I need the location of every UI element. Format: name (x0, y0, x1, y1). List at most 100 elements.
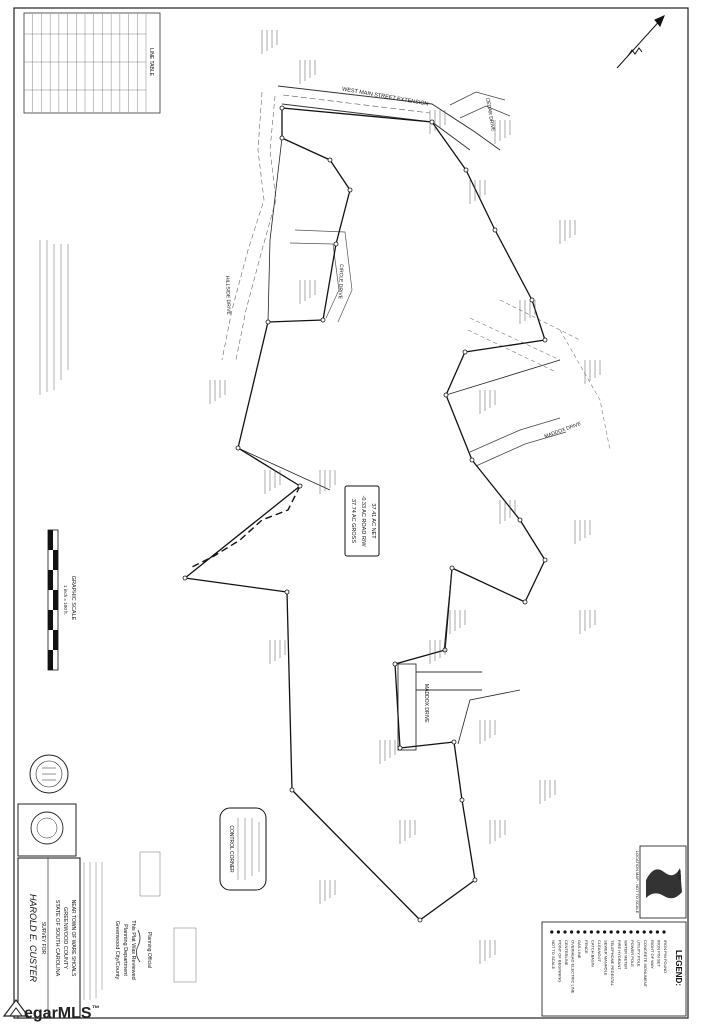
legend-item: CONCRETE MONUMENT (643, 940, 648, 988)
survey-pin (279, 135, 285, 141)
survey-pin (320, 317, 326, 323)
legend-item: FENCE (584, 940, 589, 954)
approval-signature (136, 929, 141, 963)
survey-pin (469, 457, 475, 463)
control-corner-box: CONTROL CORNER (219, 807, 267, 891)
legend-item: CENTERLINE (564, 940, 569, 966)
hillside-drive (221, 91, 277, 361)
survey-pin (235, 445, 241, 451)
survey-pin (392, 661, 398, 667)
maddox-drive-upper (469, 417, 567, 467)
legend-symbol-icon (622, 930, 627, 934)
scale-block (48, 610, 53, 630)
legend-item: UTILITY POLE (637, 940, 642, 967)
mls-logo-mark (2, 999, 30, 1017)
creek-line (189, 485, 301, 569)
legend-item: OVERHEAD ELECTRIC LINE (571, 940, 576, 994)
cedar-drive (449, 91, 511, 119)
survey-pin (429, 119, 435, 125)
acreage-box: 37.74 AC GROSS -0.33 AC ROAD R/W 37.41 A… (344, 485, 380, 557)
scale-block (48, 570, 53, 590)
survey-pin (451, 739, 457, 745)
owner-name: HAROLD E. CUSTER (28, 894, 38, 983)
area-row: -0.33 AC ROAD R/W (360, 495, 366, 547)
legend-symbol-icon (649, 930, 653, 934)
legend-item: CLEANOUT (597, 940, 602, 962)
adjoiner-annotations (209, 30, 601, 964)
scale-block (48, 650, 53, 670)
survey-pin (462, 349, 468, 355)
legend-item: NOT TO SCALE (551, 940, 556, 969)
survey-pin (297, 483, 303, 489)
maddox-drive-lower-label: MADDOX DRIVE (423, 684, 429, 723)
legend-item: FIRE HYDRANT (617, 940, 622, 970)
graphic-scale: GRAPHIC SCALE 1 inch = 100 ft. (47, 529, 76, 671)
survey-pin (279, 105, 285, 111)
survey-pin (327, 157, 333, 163)
legend-symbol-icon (556, 930, 561, 934)
graphic-scale-note: 1 inch = 100 ft. (63, 585, 68, 615)
north-arrow (616, 15, 665, 69)
legend-item: IRON PIN FOUND (663, 940, 668, 973)
survey-pin (542, 337, 548, 343)
legend-item: GAS LINE (577, 940, 582, 959)
legend-symbol-icon (655, 930, 660, 934)
line-table-title: LINE TABLE (148, 48, 154, 77)
legend-symbol-icon (583, 930, 587, 934)
approval-block: Greenwood City/County Planning Departmen… (114, 920, 152, 979)
easement-lines (467, 299, 611, 451)
interior-lot-lines (237, 137, 561, 745)
survey-pin (443, 392, 449, 398)
legend-title: LEGEND: (674, 950, 683, 986)
legend-symbol-icon (576, 930, 580, 934)
legend-item: TELEPHONE PEDESTAL (610, 940, 615, 987)
area-net: 37.41 AC NET (370, 503, 376, 539)
legend-symbol-icon (550, 930, 554, 934)
legend-symbol-icon (629, 930, 633, 934)
legend-item: POINT OF BEGINNING (557, 940, 562, 982)
legend-symbol-icon (616, 930, 620, 934)
maddox-drive-upper-label: MADDOX DRIVE (544, 421, 583, 440)
scale-block (48, 530, 53, 550)
survey-pin (284, 589, 290, 595)
survey-pin (542, 557, 548, 563)
recording-stamp (139, 851, 197, 983)
legend-symbol-icon (563, 930, 567, 934)
legend-symbol-icon (609, 930, 613, 934)
survey-pin (517, 517, 523, 523)
cedar-drive-label: CEDAR DRIVE (484, 97, 496, 132)
survey-pin (347, 187, 353, 193)
survey-pin (333, 241, 339, 247)
firm-seal (17, 803, 77, 857)
legend-item: WATER METER (623, 940, 628, 969)
legend-item: POWER POLE (630, 940, 635, 967)
state-label: STATE OF SOUTH CAROLINA (54, 900, 60, 977)
title-block: HAROLD E. CUSTER SURVEY FOR STATE OF SOU… (17, 857, 81, 1019)
surveyor-seal (29, 754, 69, 794)
survey-pin (182, 575, 188, 581)
scale-block (53, 550, 58, 570)
approval-dept2: Planning Department (122, 924, 128, 976)
legend-symbol-icon (570, 930, 574, 934)
maddox-drive-lower (397, 663, 482, 751)
survey-pin (463, 167, 469, 173)
survey-pin (397, 745, 403, 751)
survey-pin (492, 227, 498, 233)
notes-block (39, 240, 69, 395)
circle-drive-label: CIRCLE DRIVE (337, 264, 344, 300)
approval-dept1: Greenwood City/County (114, 921, 120, 980)
legend-item: RIGHT OF WAY (650, 940, 655, 969)
county-label: GREENWOOD COUNTY (62, 907, 68, 969)
survey-pin (289, 787, 295, 793)
survey-pin (265, 319, 271, 325)
legend-item: IRON PIN SET (656, 940, 661, 967)
line-table: LINE TABLE (23, 12, 161, 114)
area-gross: 37.74 AC GROSS (350, 499, 356, 543)
certification-text (83, 862, 103, 1000)
survey-pin (529, 297, 535, 303)
street-name-label: WEST MAIN STREET EXTENSION (342, 86, 429, 107)
graphic-scale-title: GRAPHIC SCALE (70, 576, 76, 621)
survey-pin (459, 797, 465, 803)
